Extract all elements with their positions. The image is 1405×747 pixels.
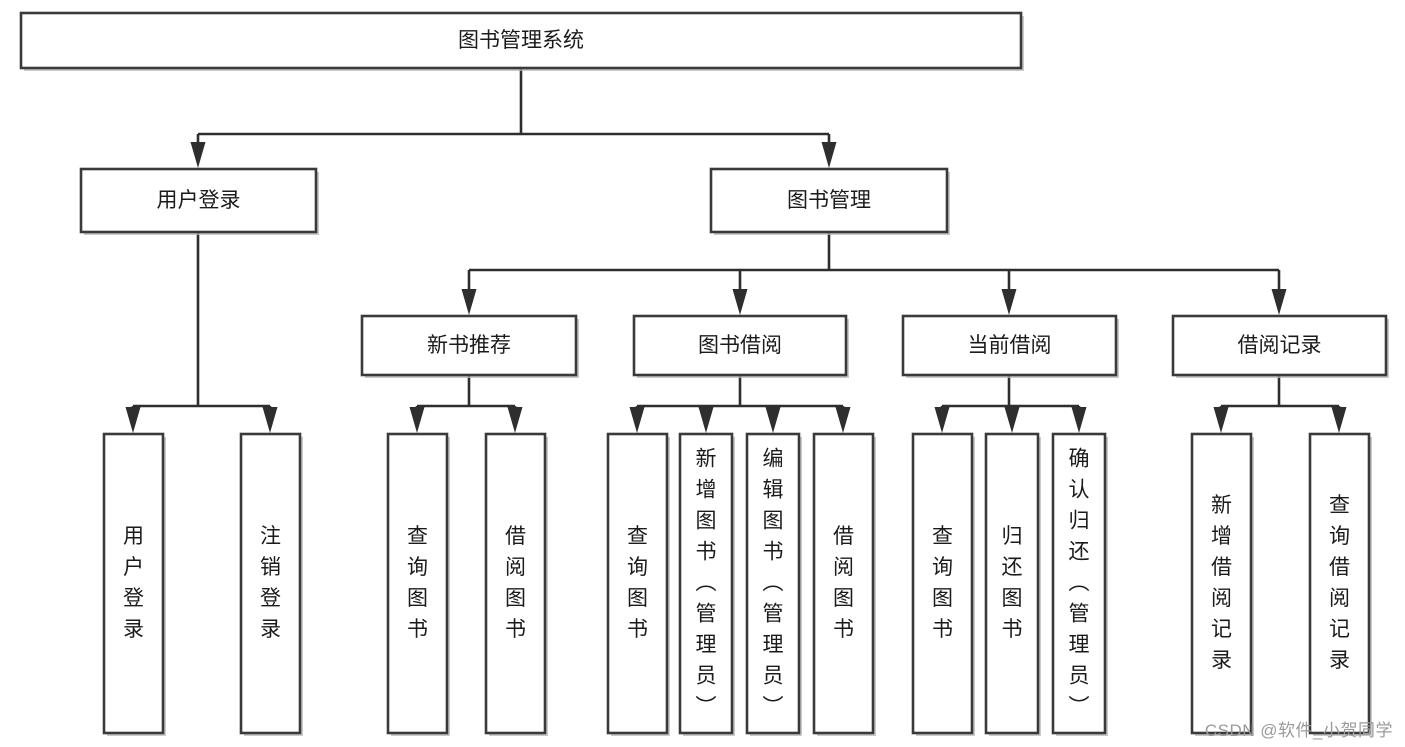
edge-bookmanage-to-submodules (461, 232, 1287, 315)
node-label: 图书借阅 (698, 334, 782, 357)
edge-root-to-modules (190, 68, 837, 168)
node-label: 编辑图书︵管理员︶ (763, 447, 784, 718)
node-label: 当前借阅 (968, 334, 1052, 357)
node-leaf-query-book-3[interactable]: 查询图书 (911, 432, 975, 736)
node-label: 注销登录 (260, 525, 281, 641)
node-label: 新增图书︵管理员︶ (696, 447, 717, 718)
node-borrow-record[interactable]: 借阅记录 (1171, 314, 1389, 378)
node-leaf-query-book-2[interactable]: 查询图书 (606, 432, 670, 736)
edge-currentborrow-to-leaves (934, 375, 1087, 433)
edge-userlogin-to-leaves (125, 232, 278, 433)
node-label: 新书推荐 (427, 334, 511, 357)
node-current-borrow[interactable]: 当前借阅 (901, 314, 1119, 378)
node-layer: 图书管理系统用户登录图书管理新书推荐图书借阅当前借阅借阅记录用户登录注销登录查询… (19, 11, 1389, 736)
node-label: 查询图书 (932, 525, 953, 641)
node-leaf-edit-book[interactable]: 编辑图书︵管理员︶ (745, 432, 802, 736)
node-leaf-query-book-1[interactable]: 查询图书 (386, 432, 450, 736)
node-book-borrow[interactable]: 图书借阅 (632, 314, 849, 378)
node-label: 查询图书 (627, 525, 648, 641)
node-new-book-recommend[interactable]: 新书推荐 (360, 314, 579, 378)
node-label: 借阅图书 (833, 525, 854, 641)
node-label: 确认归还︵管理员︶ (1069, 447, 1090, 718)
node-root[interactable]: 图书管理系统 (19, 11, 1024, 71)
node-label: 用户登录 (157, 189, 241, 212)
node-leaf-add-borrow-record[interactable]: 新增借阅记录 (1190, 432, 1254, 736)
node-label: 查询借阅记录 (1329, 494, 1350, 672)
node-label: 图书管理系统 (458, 29, 584, 52)
node-label: 查询图书 (407, 525, 428, 641)
node-label: 新增借阅记录 (1211, 494, 1232, 672)
node-label: 图书管理 (787, 189, 871, 212)
node-user-login[interactable]: 用户登录 (79, 167, 319, 235)
node-leaf-borrow-book-1[interactable]: 借阅图书 (484, 432, 548, 736)
edge-bookborrow-to-leaves (629, 375, 851, 433)
node-book-manage[interactable]: 图书管理 (709, 167, 950, 235)
node-leaf-query-borrow-record[interactable]: 查询借阅记录 (1308, 432, 1372, 736)
node-label: 借阅图书 (505, 525, 526, 641)
node-leaf-user-login[interactable]: 用户登录 (102, 432, 166, 736)
edge-layer (125, 68, 1347, 433)
node-leaf-confirm-return[interactable]: 确认归还︵管理员︶ (1051, 432, 1108, 736)
node-leaf-user-logout[interactable]: 注销登录 (239, 432, 303, 736)
node-leaf-add-book[interactable]: 新增图书︵管理员︶ (678, 432, 735, 736)
node-leaf-borrow-book-2[interactable]: 借阅图书 (812, 432, 876, 736)
node-label: 用户登录 (123, 525, 144, 641)
edge-newbook-to-leaves (409, 375, 523, 433)
node-leaf-return-book[interactable]: 归还图书 (984, 432, 1041, 736)
node-label: 借阅记录 (1238, 334, 1322, 357)
node-label: 归还图书 (1002, 525, 1023, 641)
edge-borrowrecord-to-leaves (1213, 375, 1347, 433)
